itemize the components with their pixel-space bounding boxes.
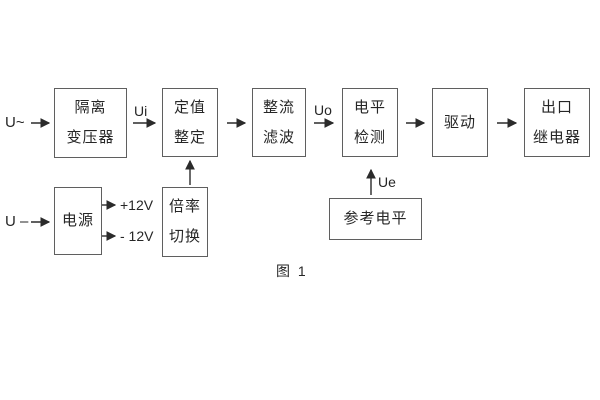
label-input-ac: U~ (5, 114, 25, 131)
label-minus12v: - 12V (120, 228, 154, 244)
block-rate-switch: 倍率 切换 (162, 187, 208, 257)
label-input-dc: U – (5, 213, 29, 230)
block-level-detection: 电平 检测 (342, 88, 398, 157)
label-ui: Ui (134, 103, 148, 119)
block-isolation-transformer: 隔离 变压器 (54, 88, 127, 158)
block-outlet-relay: 出口 继电器 (524, 88, 590, 157)
figure-caption: 图 1 (276, 263, 308, 279)
block-reference-level: 参考电平 (329, 198, 422, 240)
block-rectify-filter: 整流 滤波 (252, 88, 306, 157)
label-plus12v: +12V (120, 197, 154, 213)
block-drive: 驱动 (432, 88, 488, 157)
label-ue: Ue (378, 174, 396, 190)
label-uo: Uo (314, 102, 332, 118)
block-power-supply: 电源 (54, 187, 102, 255)
block-setting-adjustment: 定值 整定 (162, 88, 218, 157)
